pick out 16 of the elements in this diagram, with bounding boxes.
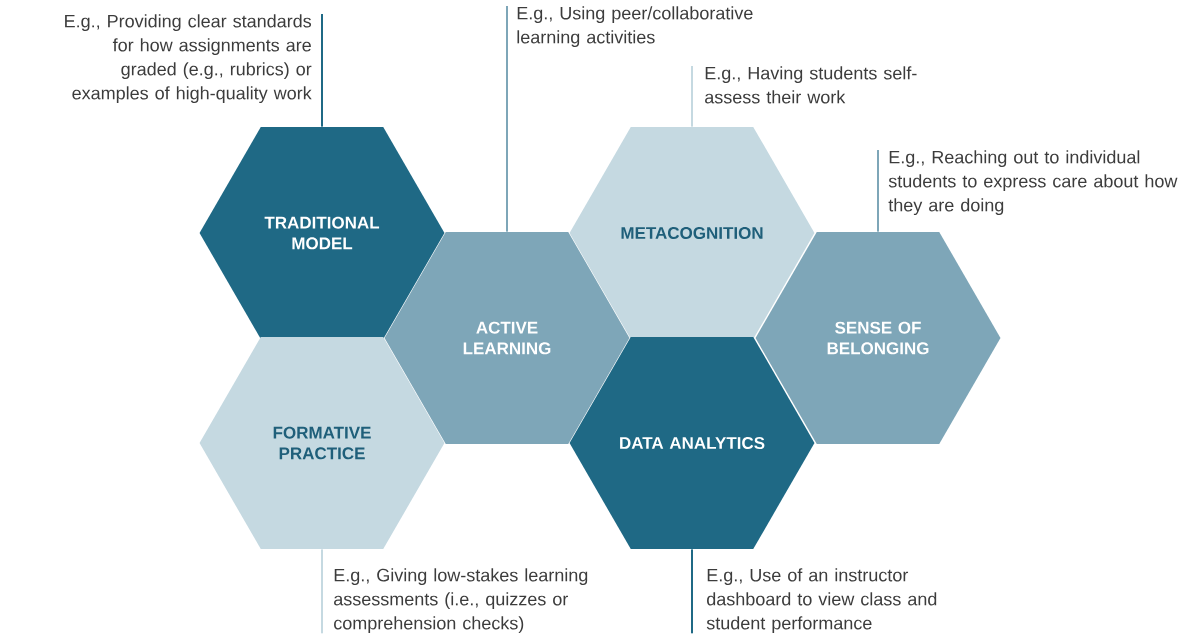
example-note: E.g., Having students self-assess their work (705, 66, 917, 104)
leader-line (691, 548, 693, 635)
leader-line (321, 548, 323, 635)
leader-line (321, 13, 323, 128)
leader-line (691, 65, 693, 128)
leader-line (877, 149, 879, 233)
hexagon: FORMATIVE PRACTICE (199, 336, 445, 550)
hexagon: DATA ANALYTICS (569, 336, 815, 550)
example-note: E.g., Reaching out to individual students to express care about how they are doing (888, 150, 1178, 216)
example-note: E.g., Giving low-stakes learning assessments (i.e., quizzes or comprehension checks) (334, 568, 588, 634)
hexagon: TRADITIONAL MODEL (199, 126, 445, 340)
leader-line (506, 5, 508, 233)
hexagon: METACOGNITION (569, 126, 815, 340)
example-note: E.g., Providing clear standards for how assignments are graded (e.g., rubrics) or examples of high-quality work (65, 14, 312, 104)
example-note: E.g., Use of an instructor dashboard to view class and student performance (706, 568, 937, 634)
example-note: E.g., Using peer/collaborative learning activities (517, 6, 753, 48)
